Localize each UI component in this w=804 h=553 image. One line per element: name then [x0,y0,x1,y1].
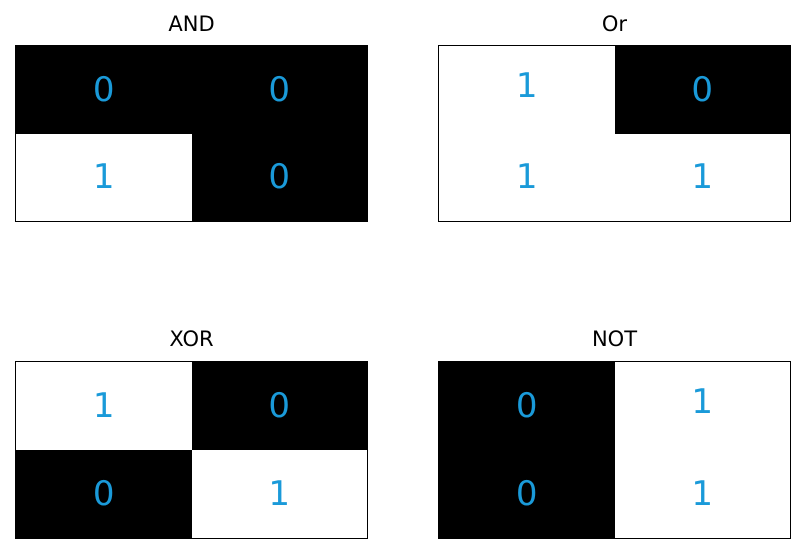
cell-value: 0 [92,69,115,110]
cell-value: 1 [92,157,115,198]
truth-grid: 0 0 1 0 [15,45,368,222]
panel-title: Or [601,12,628,36]
grid-cell: 0 [439,362,615,450]
grid-cell: 0 [191,46,367,134]
cell-value: 0 [268,157,291,198]
grid-cell: 1 [16,133,192,221]
cell-value: 0 [691,69,714,110]
grid-cell: 1 [614,133,790,221]
truth-grid: 1 0 0 1 [15,361,368,539]
grid-cell: 0 [16,46,192,134]
cell-value: 0 [268,386,291,426]
truth-grid: 1 0 1 1 [438,45,791,222]
grid-cell: 1 [191,450,367,538]
cell-value: 1 [515,66,538,106]
cell-value: 0 [515,386,538,426]
panel-title: AND [168,12,215,36]
panel-or: Or 1 0 1 1 [438,14,791,222]
cell-value: 0 [268,69,291,110]
truth-grid: 0 1 0 1 [438,361,791,539]
grid-cell: 0 [16,450,192,538]
cell-value: 1 [691,382,714,422]
grid-cell: 1 [16,362,192,450]
cell-value: 0 [515,474,538,514]
cell-value: 0 [92,474,115,514]
grid-cell: 1 [614,362,790,450]
grid-cell: 1 [439,133,615,221]
panel-xor: XOR 1 0 0 1 [15,329,368,539]
cell-value: 1 [515,157,538,198]
grid-cell: 0 [191,133,367,221]
grid-cell: 0 [614,46,790,134]
cell-value: 1 [268,474,291,514]
panel-not: NOT 0 1 0 1 [438,329,791,539]
grid-cell: 1 [439,46,615,134]
grid-cell: 0 [439,450,615,538]
grid-cell: 0 [191,362,367,450]
panel-and: AND 0 0 1 0 [15,14,368,222]
cell-value: 1 [92,386,115,426]
grid-cell: 1 [614,450,790,538]
panel-title: NOT [591,327,638,351]
cell-value: 1 [691,157,714,198]
panel-title: XOR [169,327,214,351]
cell-value: 1 [691,474,714,514]
